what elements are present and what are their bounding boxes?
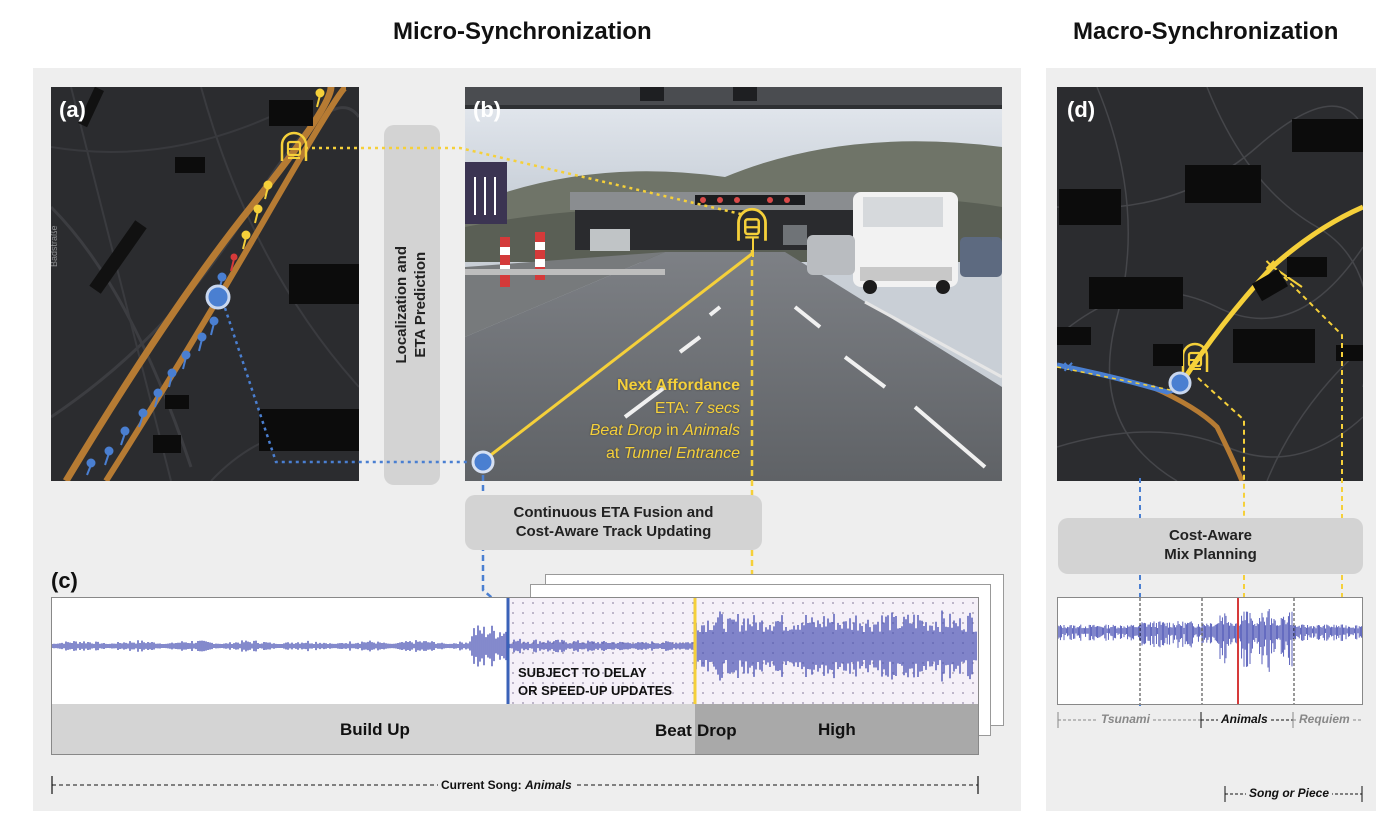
waveform-d-frame bbox=[1057, 597, 1363, 705]
event-part1: Beat Drop bbox=[589, 422, 662, 440]
affordance-title: Next Affordance bbox=[617, 377, 740, 394]
event-part3: Animals bbox=[683, 422, 740, 440]
song-label-tsunami: Tsunami bbox=[1098, 712, 1153, 726]
localization-label-1: Localization and bbox=[393, 246, 411, 364]
delay-label: SUBJECT TO DELAY OR SPEED-UP UPDATES bbox=[518, 664, 672, 700]
fusion-label-1: Continuous ETA Fusion and bbox=[513, 503, 714, 521]
delay-line-1: SUBJECT TO DELAY bbox=[518, 665, 647, 680]
waveform-d bbox=[1058, 598, 1362, 704]
event-part2: in bbox=[661, 422, 684, 440]
affordance-event: Beat Drop in Animals bbox=[560, 420, 740, 443]
song-or-piece-label: Song or Piece bbox=[1246, 786, 1333, 800]
eta-prefix: ETA: bbox=[654, 399, 694, 417]
panel-label-a: (a) bbox=[59, 97, 86, 122]
mix-label-1: Cost-Aware bbox=[1168, 527, 1253, 545]
panel-label-c: (c) bbox=[51, 568, 78, 593]
tunnel-icon-d bbox=[1181, 342, 1209, 372]
current-song-name: Animals bbox=[525, 778, 572, 792]
waveform-c-trace bbox=[52, 610, 977, 682]
micro-sync-title: Micro-Synchronization bbox=[393, 18, 652, 45]
location-prefix: at bbox=[605, 445, 624, 463]
seg-label-buildup: Build Up bbox=[340, 720, 410, 739]
segment-high bbox=[695, 704, 978, 754]
panel-label-b: (b) bbox=[473, 97, 502, 122]
current-location-dot bbox=[205, 284, 231, 310]
fusion-label-2: Cost-Aware Track Updating bbox=[515, 522, 712, 540]
svg-text:×: × bbox=[1063, 357, 1074, 377]
song-label-requiem: Requiem bbox=[1296, 712, 1353, 726]
segment-buildup bbox=[52, 704, 695, 754]
street-label: Badstraße bbox=[51, 225, 59, 267]
map-d: × × bbox=[1057, 87, 1363, 481]
localization-eta-box: Localization and ETA Prediction bbox=[384, 125, 440, 485]
affordance-eta: ETA: 7 secs bbox=[560, 398, 740, 421]
location-dot-b bbox=[471, 450, 495, 474]
affordance-location: at Tunnel Entrance bbox=[560, 443, 740, 466]
panel-label-d: (d) bbox=[1067, 97, 1096, 122]
waveform-d-trace bbox=[1058, 609, 1362, 672]
mix-planning-box: Cost-Aware Mix Planning bbox=[1058, 518, 1363, 574]
tunnel-icon bbox=[280, 131, 308, 161]
current-song-label: Current Song: Animals bbox=[438, 778, 575, 792]
tunnel-icon-b bbox=[737, 207, 767, 241]
current-location-dot-d bbox=[1168, 371, 1192, 395]
localization-label-2: ETA Prediction bbox=[412, 252, 430, 358]
svg-text:×: × bbox=[1265, 255, 1276, 275]
seg-label-beat: Beat bbox=[655, 721, 692, 740]
delay-line-2: OR SPEED-UP UPDATES bbox=[518, 683, 673, 699]
waveform-c bbox=[52, 598, 977, 704]
seg-label-high: High bbox=[818, 720, 856, 739]
macro-sync-title: Macro-Synchronization bbox=[1073, 18, 1339, 45]
current-song-prefix: Current Song: bbox=[441, 778, 525, 792]
location-value: Tunnel Entrance bbox=[623, 445, 740, 463]
song-label-animals: Animals bbox=[1218, 712, 1271, 726]
map-a: Badstraße bbox=[51, 87, 359, 481]
eta-fusion-box: Continuous ETA Fusion and Cost-Aware Tra… bbox=[465, 495, 762, 550]
eta-value: 7 secs bbox=[693, 399, 740, 417]
affordance-block: Next Affordance ETA: 7 secs Beat Drop in… bbox=[560, 375, 740, 466]
mix-label-2: Mix Planning bbox=[1164, 546, 1257, 563]
seg-label-drop: Drop bbox=[697, 721, 737, 740]
